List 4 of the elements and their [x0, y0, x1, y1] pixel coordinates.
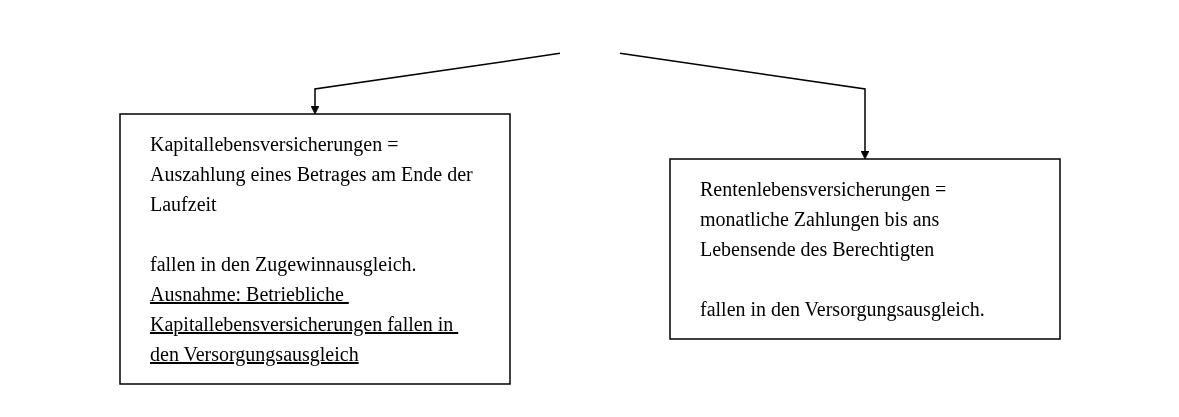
- node-box: Kapitallebensversicherungen = Auszahlung eines Betrages am Ende der Laufzeit fallen in den Zugewinnausgleich. Ausnahme: Betriebliche Kapitallebensversicherungen fallen in den Versorgungsausgleich: [118, 112, 511, 385]
- arrow: [310, 52, 561, 114]
- arrow: [618, 52, 869, 159]
- node-box: Rentenlebensversicherungen = monatliche Zahlungen bis ans Lebensende des Berechtigten fallen in den Versorgungsausgleich.: [668, 157, 1061, 340]
